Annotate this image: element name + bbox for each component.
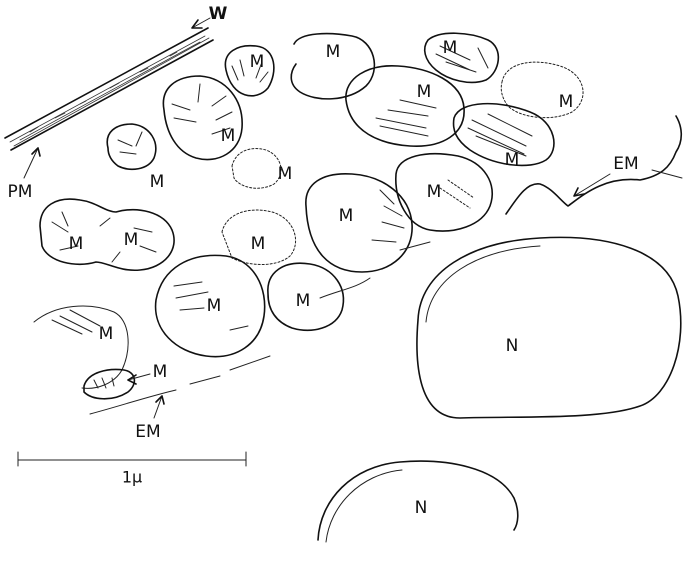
label-m: M [505, 150, 520, 170]
label-m: M [207, 296, 222, 316]
label-m: M [559, 92, 574, 112]
mitochondrion [107, 124, 156, 169]
label-pm: PM [8, 182, 33, 202]
mitochondrion [40, 199, 174, 270]
label-m: M [69, 234, 84, 254]
cell-wall [5, 28, 213, 150]
label-m: M [150, 172, 165, 192]
label-m: M [296, 291, 311, 311]
label-n: N [506, 336, 519, 356]
label-m: M [153, 362, 168, 382]
nucleus-upper [417, 237, 681, 418]
mitochondrion [232, 149, 281, 189]
label-n: N [415, 498, 428, 518]
label-m: M [339, 206, 354, 226]
label-m: M [443, 38, 458, 58]
mitochondrion [34, 306, 128, 388]
label-m: M [326, 42, 341, 62]
label-m: M [250, 52, 265, 72]
label-m: M [417, 82, 432, 102]
scale-bar-label: 1μ [122, 468, 142, 487]
label-m: M [99, 324, 114, 344]
label-m: M [221, 126, 236, 146]
label-m: M [427, 182, 442, 202]
label-m: M [124, 230, 139, 250]
mitochondrion [346, 66, 464, 146]
label-w: W [209, 4, 228, 24]
mitochondria-group [34, 33, 583, 399]
label-em: EM [613, 154, 638, 174]
mitochondrion [396, 154, 492, 231]
label-em: EM [135, 422, 160, 442]
scale-bar [18, 452, 246, 466]
label-m: M [278, 164, 293, 184]
label-m: M [251, 234, 266, 254]
mitochondrion [163, 76, 242, 160]
mitochondrion [84, 370, 134, 399]
